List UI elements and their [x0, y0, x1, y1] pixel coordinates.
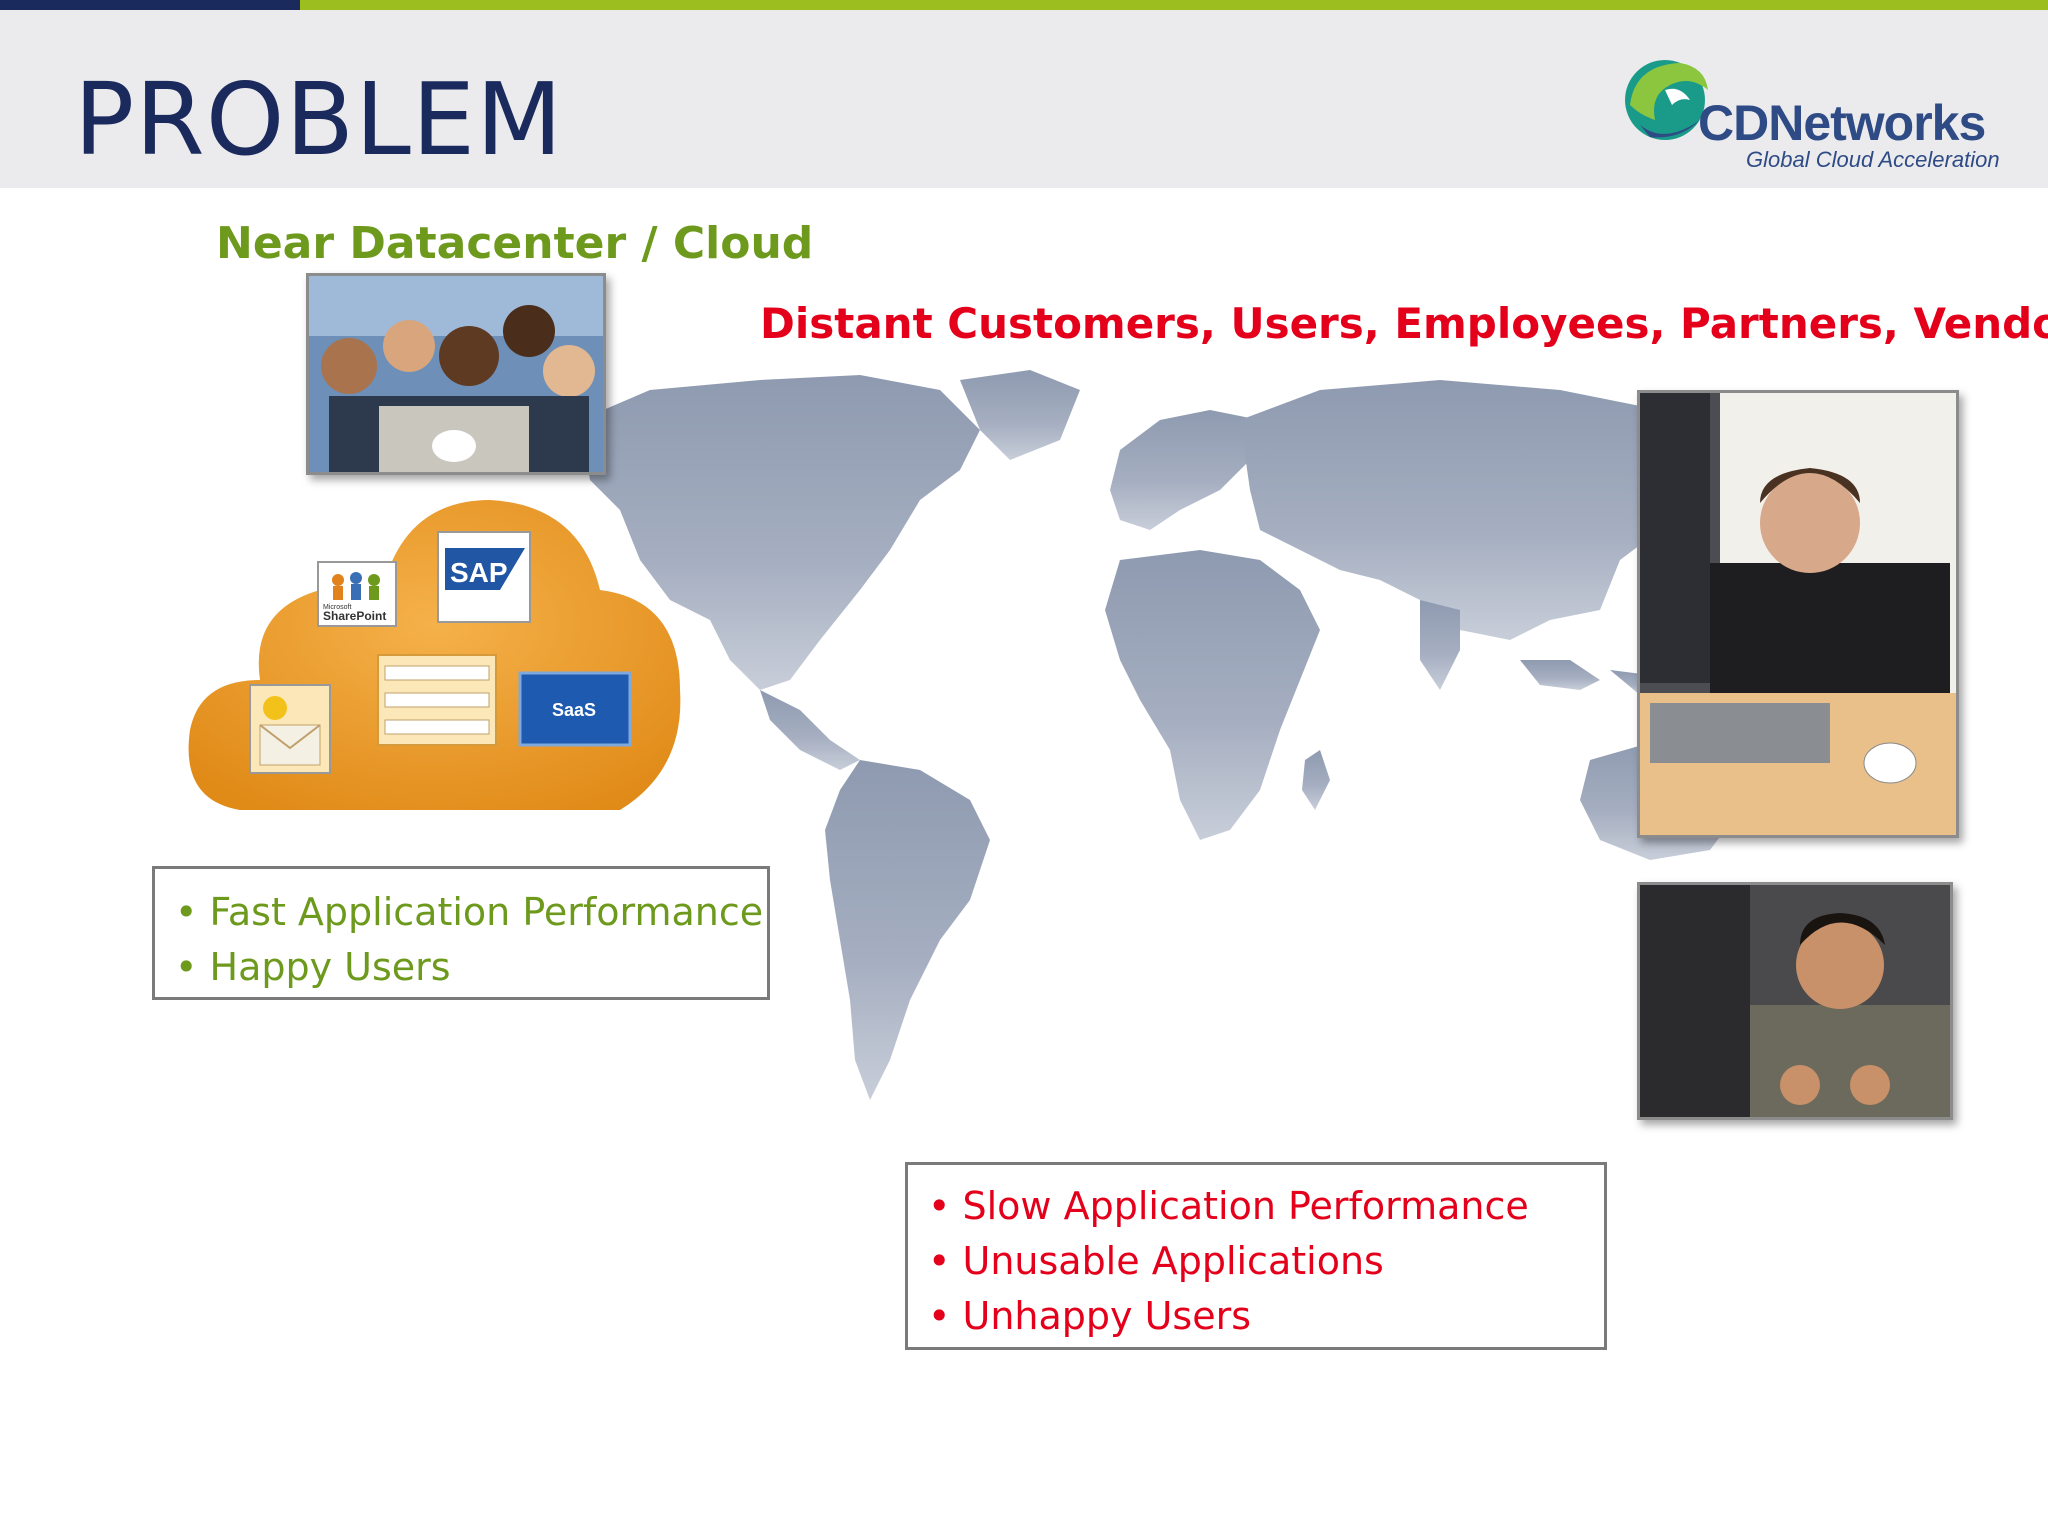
logo-tagline: Global Cloud Acceleration [1746, 147, 2000, 172]
accent-bar-green [300, 0, 2048, 10]
angry-user-photo [1637, 882, 1953, 1120]
near-bullet-item: Happy Users [175, 940, 747, 995]
sharepoint-text: SharePoint [323, 609, 386, 623]
distant-bullet-item: Unusable Applications [928, 1234, 1584, 1289]
cloud-apps-illustration: Microsoft SharePoint SAP SaaS [188, 500, 681, 810]
distant-problems-box: Slow Application Performance Unusable Ap… [905, 1162, 1607, 1350]
distant-bullet-item: Slow Application Performance [928, 1179, 1584, 1234]
sharepoint-icon: Microsoft SharePoint [317, 561, 397, 627]
saas-text: SaaS [552, 700, 596, 720]
frustrated-user-photo [1637, 390, 1959, 838]
accent-bar-navy [0, 0, 300, 10]
top-accent-bar [0, 0, 2048, 10]
world-map-image [580, 370, 1760, 1100]
logo-swirl-icon [1625, 60, 1708, 140]
near-bullet-item: Fast Application Performance [175, 885, 764, 940]
cdnetworks-logo: CDNetworks Global Cloud Acceleration [1610, 45, 2010, 180]
slide-title: PROBLEM [74, 61, 564, 178]
near-datacenter-heading: Near Datacenter / Cloud [216, 218, 814, 269]
logo-name: CDNetworks [1698, 95, 1986, 151]
sharepoint-brand-text: Microsoft [323, 604, 351, 611]
distant-users-heading: Distant Customers, Users, Employees, Par… [760, 299, 2048, 348]
saas-icon: SaaS [518, 671, 632, 747]
sap-text: SAP [450, 557, 508, 588]
distant-bullet-item: Unhappy Users [928, 1289, 1584, 1344]
slide-header [0, 10, 2048, 188]
email-icon [249, 684, 331, 774]
sap-icon: SAP [437, 531, 531, 623]
team-photo [306, 273, 606, 475]
near-benefits-box: Fast Application Performance Happy Users [152, 866, 770, 1000]
server-rack-icon [377, 654, 497, 746]
